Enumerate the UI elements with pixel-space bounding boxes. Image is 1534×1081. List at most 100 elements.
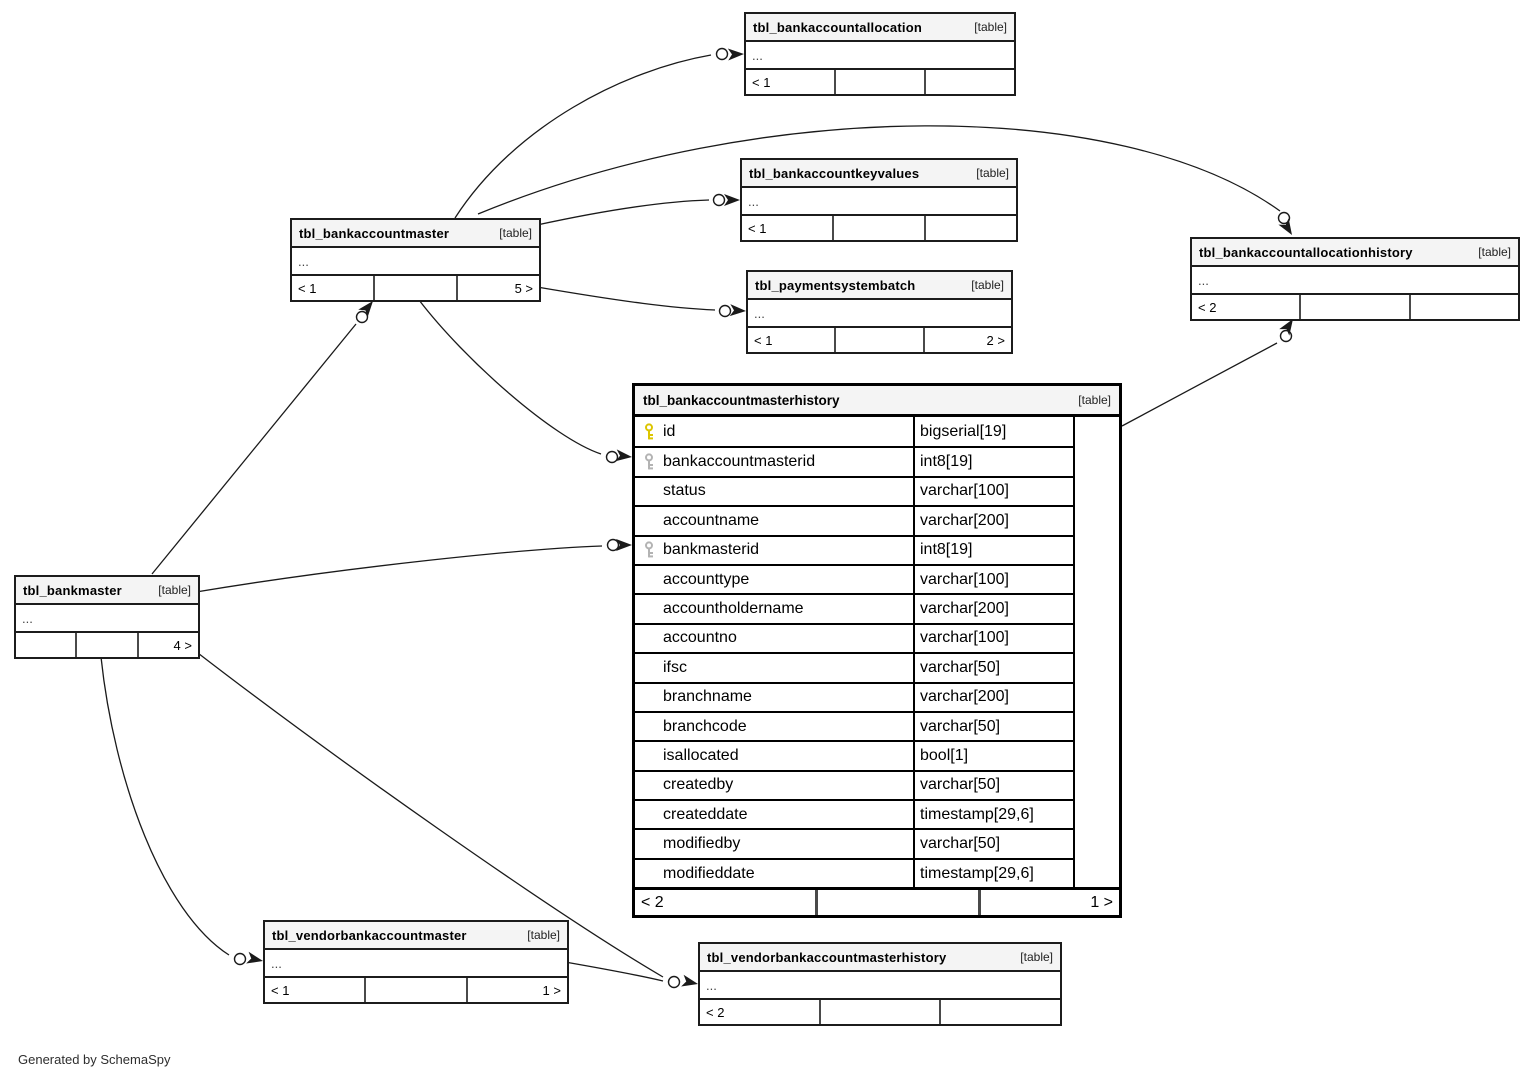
- footer-child-count: [924, 216, 1016, 240]
- column-type: varchar[50]: [913, 771, 1073, 800]
- table-footer: < 1: [746, 70, 1014, 94]
- footer-parent-count: [16, 633, 75, 657]
- table-footer: < 2 1 >: [635, 887, 1119, 916]
- column-name: accountname: [663, 511, 760, 529]
- table-name-link[interactable]: tbl_paymentsystembatch: [755, 277, 916, 293]
- columns-ellipsis: ...: [742, 188, 1016, 216]
- footer-middle-cell: [364, 978, 465, 1002]
- column-row: branchname varchar[200]: [635, 681, 1073, 711]
- table-name-link[interactable]: tbl_vendorbankaccountmaster: [272, 927, 467, 943]
- table-header: tbl_bankaccountallocationhistory [table]: [1192, 239, 1518, 267]
- column-type: bigserial[19]: [913, 417, 1073, 447]
- edge-bankaccountmaster-to-bankaccountallocationhistory: [477, 125, 1292, 235]
- table-name-link[interactable]: tbl_bankaccountallocation: [753, 19, 922, 35]
- table-name-link[interactable]: tbl_bankaccountmaster: [299, 225, 450, 241]
- column-type: varchar[200]: [913, 595, 1073, 623]
- edge-bankaccountmaster-to-bankaccountallocation: [454, 47, 744, 219]
- table-node-bankaccountmasterhistory: tbl_bankaccountmasterhistory [table] id …: [632, 383, 1122, 919]
- column-row: createdby varchar[50]: [635, 769, 1073, 800]
- table-type-tag: [table]: [976, 166, 1009, 180]
- table-name-link[interactable]: tbl_bankaccountallocationhistory: [1199, 244, 1413, 260]
- table-header: tbl_bankaccountmaster [table]: [292, 220, 539, 248]
- column-name: accounttype: [663, 570, 750, 588]
- table-node-bankaccountallocationhistory: tbl_bankaccountallocationhistory [table]…: [1190, 237, 1520, 321]
- schemaspy-credit: Generated by SchemaSpy: [18, 1052, 171, 1067]
- column-type: varchar[50]: [913, 830, 1073, 858]
- footer-child-count: [939, 1000, 1060, 1024]
- column-row: accounttype varchar[100]: [635, 563, 1073, 594]
- column-name: modifiedby: [663, 835, 741, 853]
- table-footer: < 1 1 >: [265, 978, 567, 1002]
- table-name-link[interactable]: tbl_bankaccountkeyvalues: [749, 165, 920, 181]
- column-row: accountname varchar[200]: [635, 505, 1073, 535]
- table-type-tag: [table]: [1020, 950, 1053, 964]
- footer-child-count: 4 >: [136, 633, 198, 657]
- table-type-tag: [table]: [527, 928, 560, 942]
- table-footer: < 1 5 >: [292, 276, 539, 300]
- table-header: tbl_paymentsystembatch [table]: [748, 272, 1011, 300]
- column-row: createddate timestamp[29,6]: [635, 799, 1073, 829]
- columns-ellipsis: ...: [748, 300, 1011, 328]
- table-type-tag: [table]: [499, 226, 532, 240]
- columns-ellipsis: ...: [265, 950, 567, 978]
- footer-middle-cell: [834, 328, 922, 352]
- column-name: branchcode: [663, 717, 747, 735]
- footer-parent-count: < 1: [752, 74, 771, 90]
- column-row: branchcode varchar[50]: [635, 710, 1073, 741]
- column-row: status varchar[100]: [635, 475, 1073, 506]
- footer-parent-count: < 1: [271, 982, 290, 998]
- column-row: bankaccountmasterid int8[19]: [635, 446, 1073, 476]
- column-type: varchar[50]: [913, 712, 1073, 741]
- column-type: varchar[200]: [913, 507, 1073, 535]
- column-name: accountholdername: [663, 600, 804, 618]
- column-row: bankmasterid int8[19]: [635, 534, 1073, 564]
- footer-parent-count: < 2: [706, 1004, 725, 1020]
- column-name: accountno: [663, 629, 737, 647]
- column-type: int8[19]: [913, 536, 1073, 564]
- column-name: isallocated: [663, 746, 739, 764]
- table-body: id bigserial[19] bankaccountmasterid int…: [635, 417, 1119, 888]
- table-name-link[interactable]: tbl_vendorbankaccountmasterhistory: [707, 949, 947, 965]
- column-name: createddate: [663, 805, 748, 823]
- table-footer: < 2: [700, 1000, 1060, 1024]
- columns-ellipsis: ...: [700, 972, 1060, 1000]
- table-header: tbl_bankaccountmasterhistory [table]: [635, 386, 1119, 417]
- table-right-strip: [1073, 417, 1119, 888]
- column-name: bankmasterid: [663, 541, 760, 559]
- table-header: tbl_bankaccountallocation [table]: [746, 14, 1014, 42]
- footer-middle-cell: [75, 633, 136, 657]
- column-row: modifiedby varchar[50]: [635, 828, 1073, 858]
- column-type: int8[19]: [913, 448, 1073, 476]
- table-header: tbl_bankmaster [table]: [16, 577, 198, 605]
- footer-child-count: 2 >: [922, 328, 1011, 352]
- column-name: createdby: [663, 776, 734, 794]
- table-name-link[interactable]: tbl_bankaccountmasterhistory: [643, 392, 840, 408]
- footer-middle-cell: [1299, 295, 1408, 319]
- column-type: varchar[50]: [913, 654, 1073, 682]
- column-row: accountholdername varchar[200]: [635, 593, 1073, 623]
- foreign-key-icon: [643, 541, 656, 559]
- table-footer: < 2: [1192, 295, 1518, 319]
- edge-bankmaster-to-vendorbankaccountmaster: [100, 656, 263, 966]
- footer-parent-count: < 1: [298, 280, 317, 296]
- footer-child-count: 5 >: [456, 276, 539, 300]
- table-name-link[interactable]: tbl_bankmaster: [23, 582, 122, 598]
- column-row: id bigserial[19]: [635, 417, 1073, 447]
- column-type: bool[1]: [913, 742, 1073, 770]
- edge-bankaccountmaster-to-bankaccountkeyvalues: [536, 193, 740, 226]
- table-header: tbl_bankaccountkeyvalues [table]: [742, 160, 1016, 188]
- edge-bankaccountmaster-to-paymentsystembatch: [536, 286, 746, 318]
- footer-child-count: [1408, 295, 1518, 319]
- table-node-vendorbankaccountmasterhistory: tbl_vendorbankaccountmasterhistory [tabl…: [698, 942, 1062, 1026]
- table-node-paymentsystembatch: tbl_paymentsystembatch [table] ... < 1 2…: [746, 270, 1013, 354]
- table-node-bankmaster: tbl_bankmaster [table] ... 4 >: [14, 575, 200, 659]
- edge-bankmaster-to-vendorbankaccountmasterhistory: [193, 649, 698, 989]
- column-type: varchar[100]: [913, 565, 1073, 594]
- column-name: id: [663, 422, 676, 440]
- table-footer: < 1: [742, 216, 1016, 240]
- table-node-bankaccountallocation: tbl_bankaccountallocation [table] ... < …: [744, 12, 1016, 96]
- column-name: status: [663, 482, 706, 500]
- edge-vendorbankaccountmaster-to-vendorbankaccountmasterhistory: [564, 961, 664, 982]
- table-type-tag: [table]: [971, 278, 1004, 292]
